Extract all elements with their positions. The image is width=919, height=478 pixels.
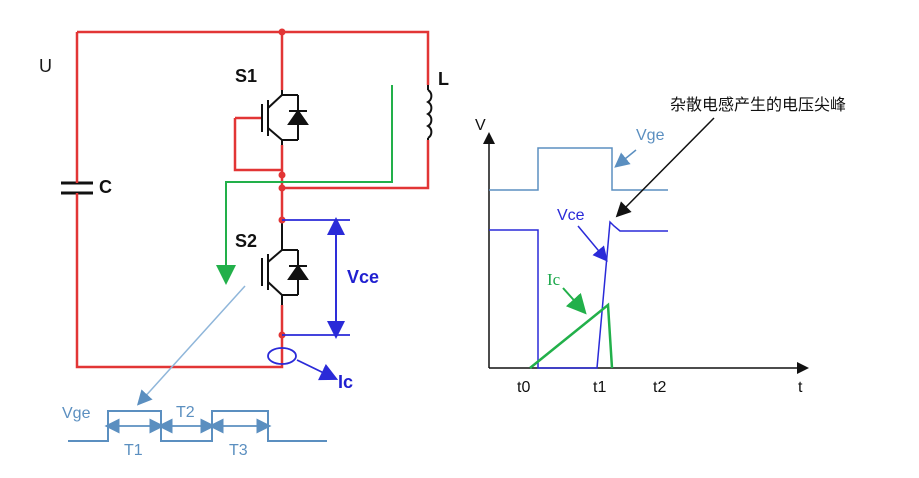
vge-trace <box>489 147 668 191</box>
vce-label: Vce <box>347 267 379 287</box>
switch-s2-symbol <box>261 220 309 305</box>
waveform-axes <box>483 132 809 374</box>
tick-t0: t0 <box>517 379 530 396</box>
vce-trace <box>489 220 668 369</box>
wave-vce-label: Vce <box>557 207 585 224</box>
capacitor-label: C <box>99 177 112 197</box>
tick-t2: t2 <box>653 379 666 396</box>
gate-pointer-arrow <box>136 285 246 406</box>
switch-s1-label: S1 <box>235 66 257 86</box>
ic-label: Ic <box>338 372 353 392</box>
ic-pointer-arrow <box>296 359 339 381</box>
inductor-symbol <box>426 85 433 140</box>
ic-pointer-arrow-wave <box>562 287 587 315</box>
y-axis-label: V <box>475 117 486 134</box>
wave-vge-label: Vge <box>636 127 665 144</box>
gate-t1-label: T1 <box>124 442 143 459</box>
supply-label: U <box>39 56 52 76</box>
ic-trace <box>529 302 614 369</box>
current-path-arrow <box>216 85 393 285</box>
gate-vge-label: Vge <box>62 405 91 422</box>
wave-ic-label: Ic <box>547 270 561 289</box>
vce-measurement <box>282 217 350 339</box>
switch-s2-label: S2 <box>235 231 257 251</box>
gate-t3-label: T3 <box>229 442 248 459</box>
spike-pointer-arrow <box>615 117 715 218</box>
gate-t2-label: T2 <box>176 404 195 421</box>
tick-t1: t1 <box>593 379 606 396</box>
vce-pointer-arrow <box>577 225 608 262</box>
inductor-label: L <box>438 69 449 89</box>
ic-probe-ellipse <box>267 347 297 365</box>
x-axis-label: t <box>798 379 803 396</box>
vge-pointer-arrow <box>614 149 637 168</box>
switch-s1-symbol <box>261 90 309 145</box>
spike-annotation: 杂散电感产生的电压尖峰 <box>670 95 846 114</box>
capacitor-symbol <box>61 165 93 205</box>
